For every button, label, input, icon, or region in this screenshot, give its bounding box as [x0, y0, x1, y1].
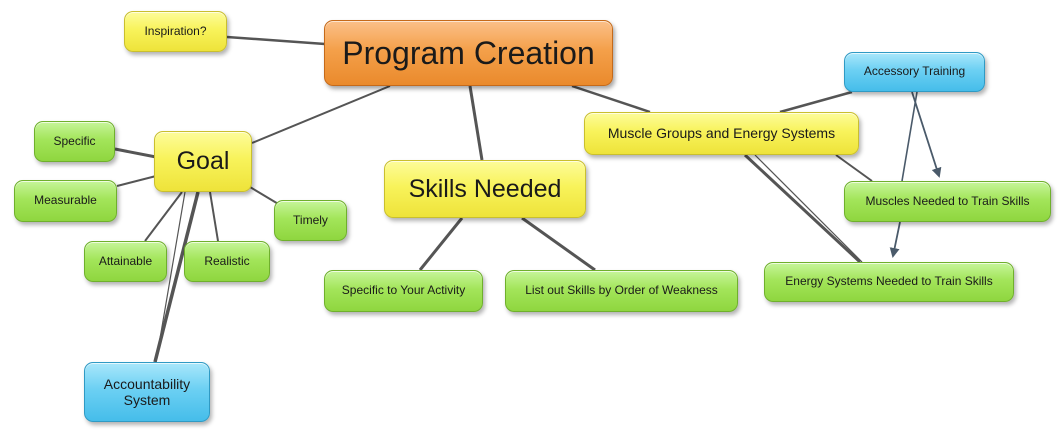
node-list-skills-weakness[interactable]: List out Skills by Order of Weakness — [505, 270, 738, 312]
node-program-creation[interactable]: Program Creation — [324, 20, 613, 86]
connector-program-muscle — [571, 84, 651, 114]
node-inspiration[interactable]: Inspiration? — [124, 11, 227, 52]
connector-program-skills — [468, 85, 484, 161]
connector-program-goal — [251, 85, 391, 144]
node-specific-to-activity[interactable]: Specific to Your Activity — [324, 270, 483, 312]
connector-muscle-energy — [743, 153, 862, 264]
connector-muscle-accessory — [779, 90, 853, 114]
node-realistic[interactable]: Realistic — [184, 241, 270, 282]
connector-goal-specific — [114, 147, 157, 159]
connector-accessory-muscles-needed-line — [901, 91, 918, 182]
connector-muscle-muscles-needed — [835, 154, 873, 182]
node-muscle-groups-energy[interactable]: Muscle Groups and Energy Systems — [584, 112, 859, 155]
connector-skills-specific-activity — [418, 217, 464, 271]
connector-skills-list-weakness — [521, 216, 596, 272]
arrow-muscles-needed-energy — [889, 221, 901, 258]
node-specific[interactable]: Specific — [34, 121, 115, 162]
connector-goal-accountability-thin — [155, 191, 186, 363]
connector-goal-realistic — [209, 191, 219, 242]
connector-muscle-energy-thin — [754, 154, 863, 263]
node-goal[interactable]: Goal — [154, 131, 252, 192]
node-accountability-system[interactable]: Accountability System — [84, 362, 210, 422]
connector-goal-measurable — [116, 174, 161, 187]
node-energy-systems-needed[interactable]: Energy Systems Needed to Train Skills — [764, 262, 1014, 302]
connector-goal-attainable — [144, 191, 183, 242]
node-timely[interactable]: Timely — [274, 200, 347, 241]
arrow-accessory-muscles-needed — [911, 91, 942, 178]
node-accessory-training[interactable]: Accessory Training — [844, 52, 985, 92]
node-muscles-needed[interactable]: Muscles Needed to Train Skills — [844, 181, 1051, 222]
connector-goal-timely — [249, 186, 281, 206]
node-skills-needed[interactable]: Skills Needed — [384, 160, 586, 218]
connector-goal-accountability — [153, 191, 200, 363]
connector-inspiration-program — [226, 35, 326, 46]
node-attainable[interactable]: Attainable — [84, 241, 167, 282]
node-measurable[interactable]: Measurable — [14, 180, 117, 222]
